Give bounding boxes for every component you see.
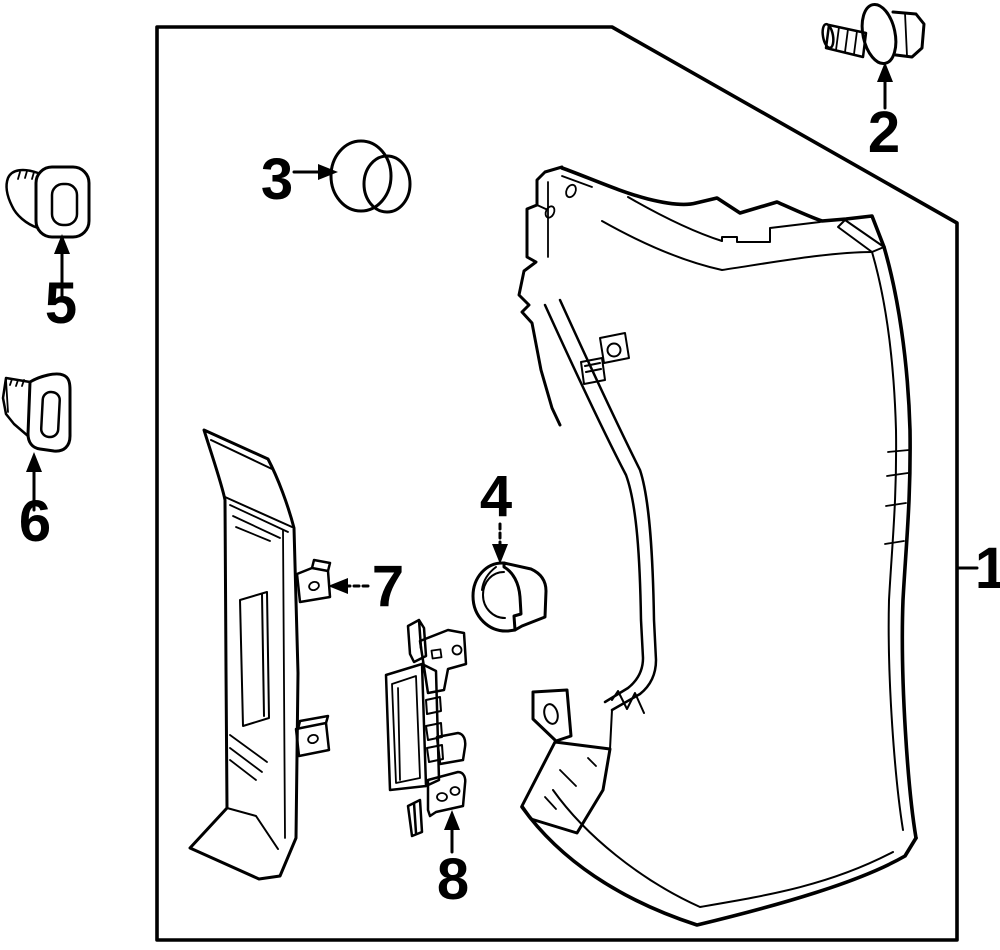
enclosure-box <box>155 25 959 942</box>
callout-5[interactable]: 5 <box>45 234 77 336</box>
callout-7[interactable]: 7 <box>328 554 404 619</box>
callout-3-arrowhead <box>318 164 338 180</box>
callout-4[interactable]: 4 <box>480 464 512 564</box>
mounting-bracket-drawing <box>384 618 468 838</box>
callout-3[interactable]: 3 <box>261 147 338 212</box>
callout-7-label[interactable]: 7 <box>372 554 404 619</box>
callout-4-arrowhead <box>492 544 508 564</box>
socket-cap-drawing <box>329 139 412 214</box>
callout-2-label[interactable]: 2 <box>868 100 900 165</box>
callout-6-arrowhead <box>26 452 42 472</box>
callout-4-label[interactable]: 4 <box>480 464 512 529</box>
callout-5-arrowhead <box>54 234 70 254</box>
side-trim-molding-drawing <box>188 428 332 881</box>
callout-3-label[interactable]: 3 <box>261 147 293 212</box>
callout-7-arrowhead <box>328 578 348 594</box>
callout-2[interactable]: 2 <box>868 62 900 165</box>
callout-1-label[interactable]: 1 <box>975 536 1000 601</box>
callout-8-label[interactable]: 8 <box>437 847 469 912</box>
grommet-6-drawing <box>1 372 72 453</box>
tail-lamp-assembly-drawing <box>227 0 918 927</box>
callout-1[interactable]: 1 <box>955 536 1000 601</box>
callout-5-label[interactable]: 5 <box>45 271 77 336</box>
callout-6-label[interactable]: 6 <box>19 489 51 554</box>
callout-2-arrowhead <box>877 62 893 82</box>
callout-8[interactable]: 8 <box>437 810 469 912</box>
callout-8-arrowhead <box>444 810 460 830</box>
callout-6[interactable]: 6 <box>19 452 51 554</box>
bolt-drawing <box>821 2 926 66</box>
grommet-5-drawing <box>5 165 91 239</box>
retainer-clip-drawing <box>471 561 548 633</box>
